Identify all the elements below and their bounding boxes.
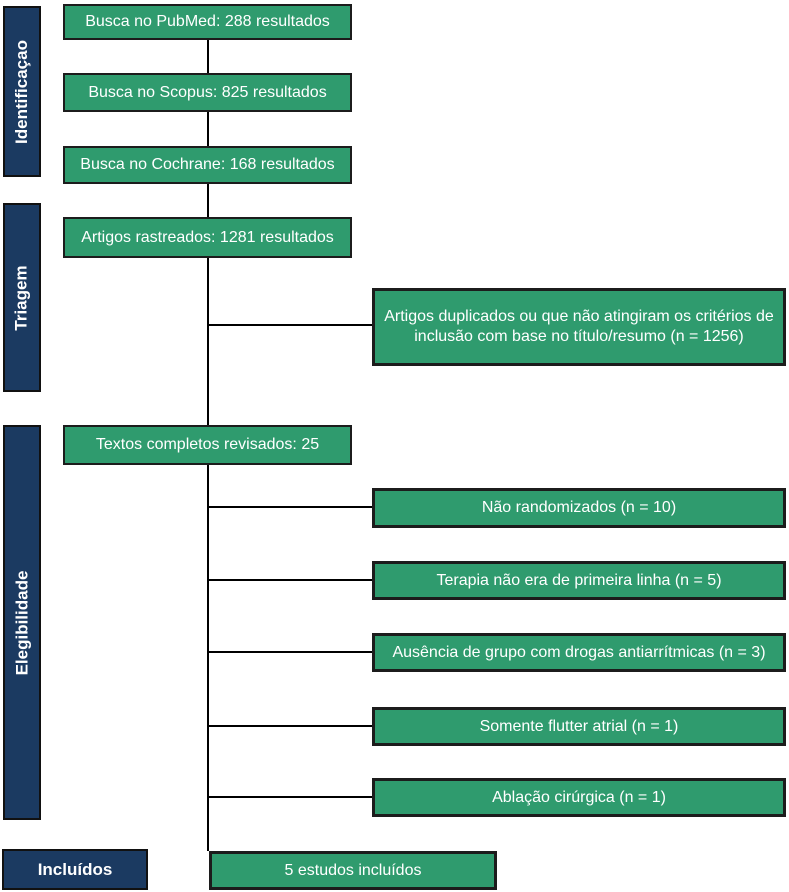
- stage-label-included-text: Incluídos: [37, 859, 113, 879]
- exclusion-box-not-first-line: Terapia não era de primeira linha (n = 5…: [372, 561, 786, 600]
- flow-box-included: 5 estudos incluídos: [209, 851, 497, 890]
- stage-label-included: Incluídos: [2, 849, 148, 890]
- flow-box-pubmed: Busca no PubMed: 288 resultados: [63, 4, 352, 40]
- flow-box-scopus: Busca no Scopus: 825 resultados: [63, 73, 352, 112]
- stage-label-eligibility: Elegibilidade: [3, 425, 41, 820]
- stage-label-identification: Identificaçao: [3, 6, 41, 177]
- branch-line-duplicates: [208, 324, 373, 326]
- flow-box-screened: Artigos rastreados: 1281 resultados: [63, 217, 352, 258]
- branch-line-not-randomized: [208, 506, 373, 508]
- exclusion-box-flutter-only: Somente flutter atrial (n = 1): [372, 707, 786, 746]
- exclusion-box-surgical-ablation: Ablação cirúrgica (n = 1): [372, 778, 786, 817]
- branch-line-not-first-line: [208, 579, 373, 581]
- stage-label-identification-text: Identificaçao: [12, 39, 32, 144]
- stage-label-screening: Triagem: [3, 203, 41, 392]
- flow-box-cochrane: Busca no Cochrane: 168 resultados: [63, 146, 352, 184]
- branch-line-no-antiarrhythmic-group: [208, 651, 373, 653]
- exclusion-box-no-antiarrhythmic-group: Ausência de grupo com drogas antiarrítmi…: [372, 633, 786, 672]
- branch-line-flutter-only: [208, 725, 373, 727]
- flow-box-fulltext: Textos completos revisados: 25: [63, 425, 352, 465]
- branch-line-surgical-ablation: [208, 796, 373, 798]
- stage-label-eligibility-text: Elegibilidade: [12, 570, 32, 675]
- exclusion-box-not-randomized: Não randomizados (n = 10): [372, 488, 786, 528]
- stage-label-screening-text: Triagem: [12, 264, 32, 331]
- exclusion-box-duplicates: Artigos duplicados ou que não atingiram …: [372, 288, 786, 366]
